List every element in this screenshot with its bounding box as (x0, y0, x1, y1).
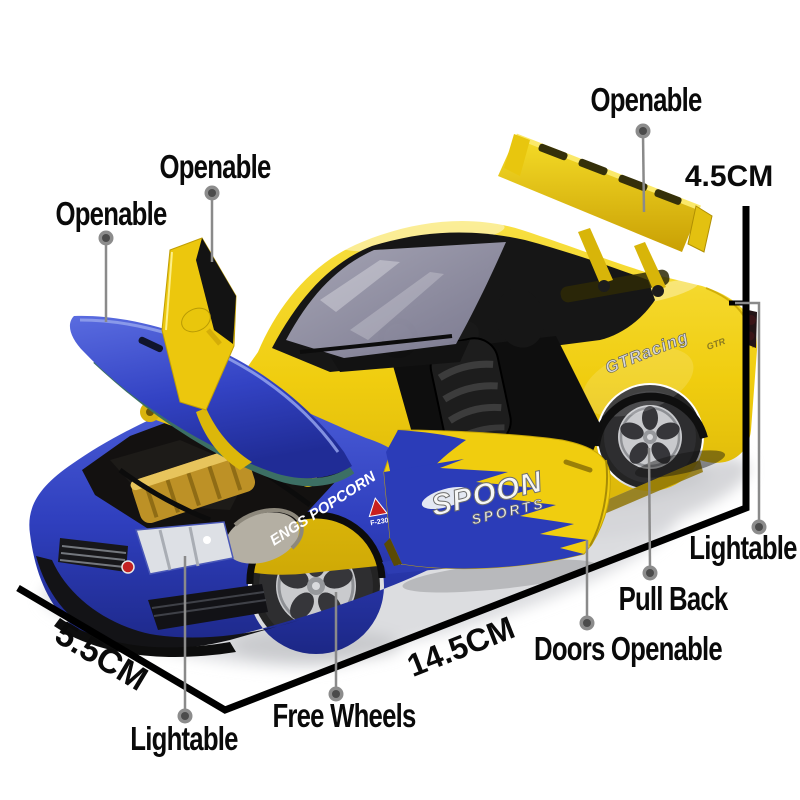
dimension-line-main (16, 206, 750, 714)
label-lightable-front: Lightable (130, 720, 238, 757)
side-mirror (181, 307, 211, 333)
label-lightable-rear: Lightable (689, 529, 797, 566)
label-height-45cm: 4.5CM (684, 160, 774, 193)
dot-wheels (328, 686, 344, 702)
label-pull-back: Pull Back (618, 580, 729, 617)
dot-pullback (642, 565, 658, 581)
driver-door-open (161, 237, 252, 470)
label-doors-openable: Doors Openable (534, 630, 723, 667)
annotation-connectors (104, 133, 761, 712)
dot-taillight (751, 519, 767, 535)
dot-hood (98, 230, 114, 246)
decal-warning-triangle: F-230 (368, 497, 389, 527)
connector-pullback (647, 447, 652, 570)
connector-spoiler (641, 133, 646, 213)
label-openable-hood: Openable (55, 195, 167, 232)
bumper-lip (36, 556, 300, 649)
annotation-dots (98, 123, 767, 724)
windshield (286, 242, 506, 358)
decal-warning-code: F-230 (370, 517, 389, 527)
grille-emblem (121, 560, 135, 574)
front-door-open: SPOON SPORTS (383, 429, 611, 593)
glasshouse (272, 232, 655, 476)
connector-taillight (735, 301, 761, 522)
label-openable-door: Openable (159, 148, 271, 185)
turbo-intake (225, 512, 299, 564)
dot-doors (579, 615, 595, 631)
door-window-frame (196, 238, 236, 344)
wiper (299, 334, 453, 354)
dot-spoiler (635, 123, 651, 139)
dot-door (204, 185, 220, 201)
dot-headlight (177, 708, 193, 724)
label-openable-spoiler: Openable (590, 81, 702, 118)
door-handle (563, 459, 593, 473)
rear-spoiler-open (498, 133, 713, 303)
label-free-wheels: Free Wheels (272, 697, 416, 734)
engine-block (130, 446, 256, 524)
rear-wheel (598, 385, 702, 489)
